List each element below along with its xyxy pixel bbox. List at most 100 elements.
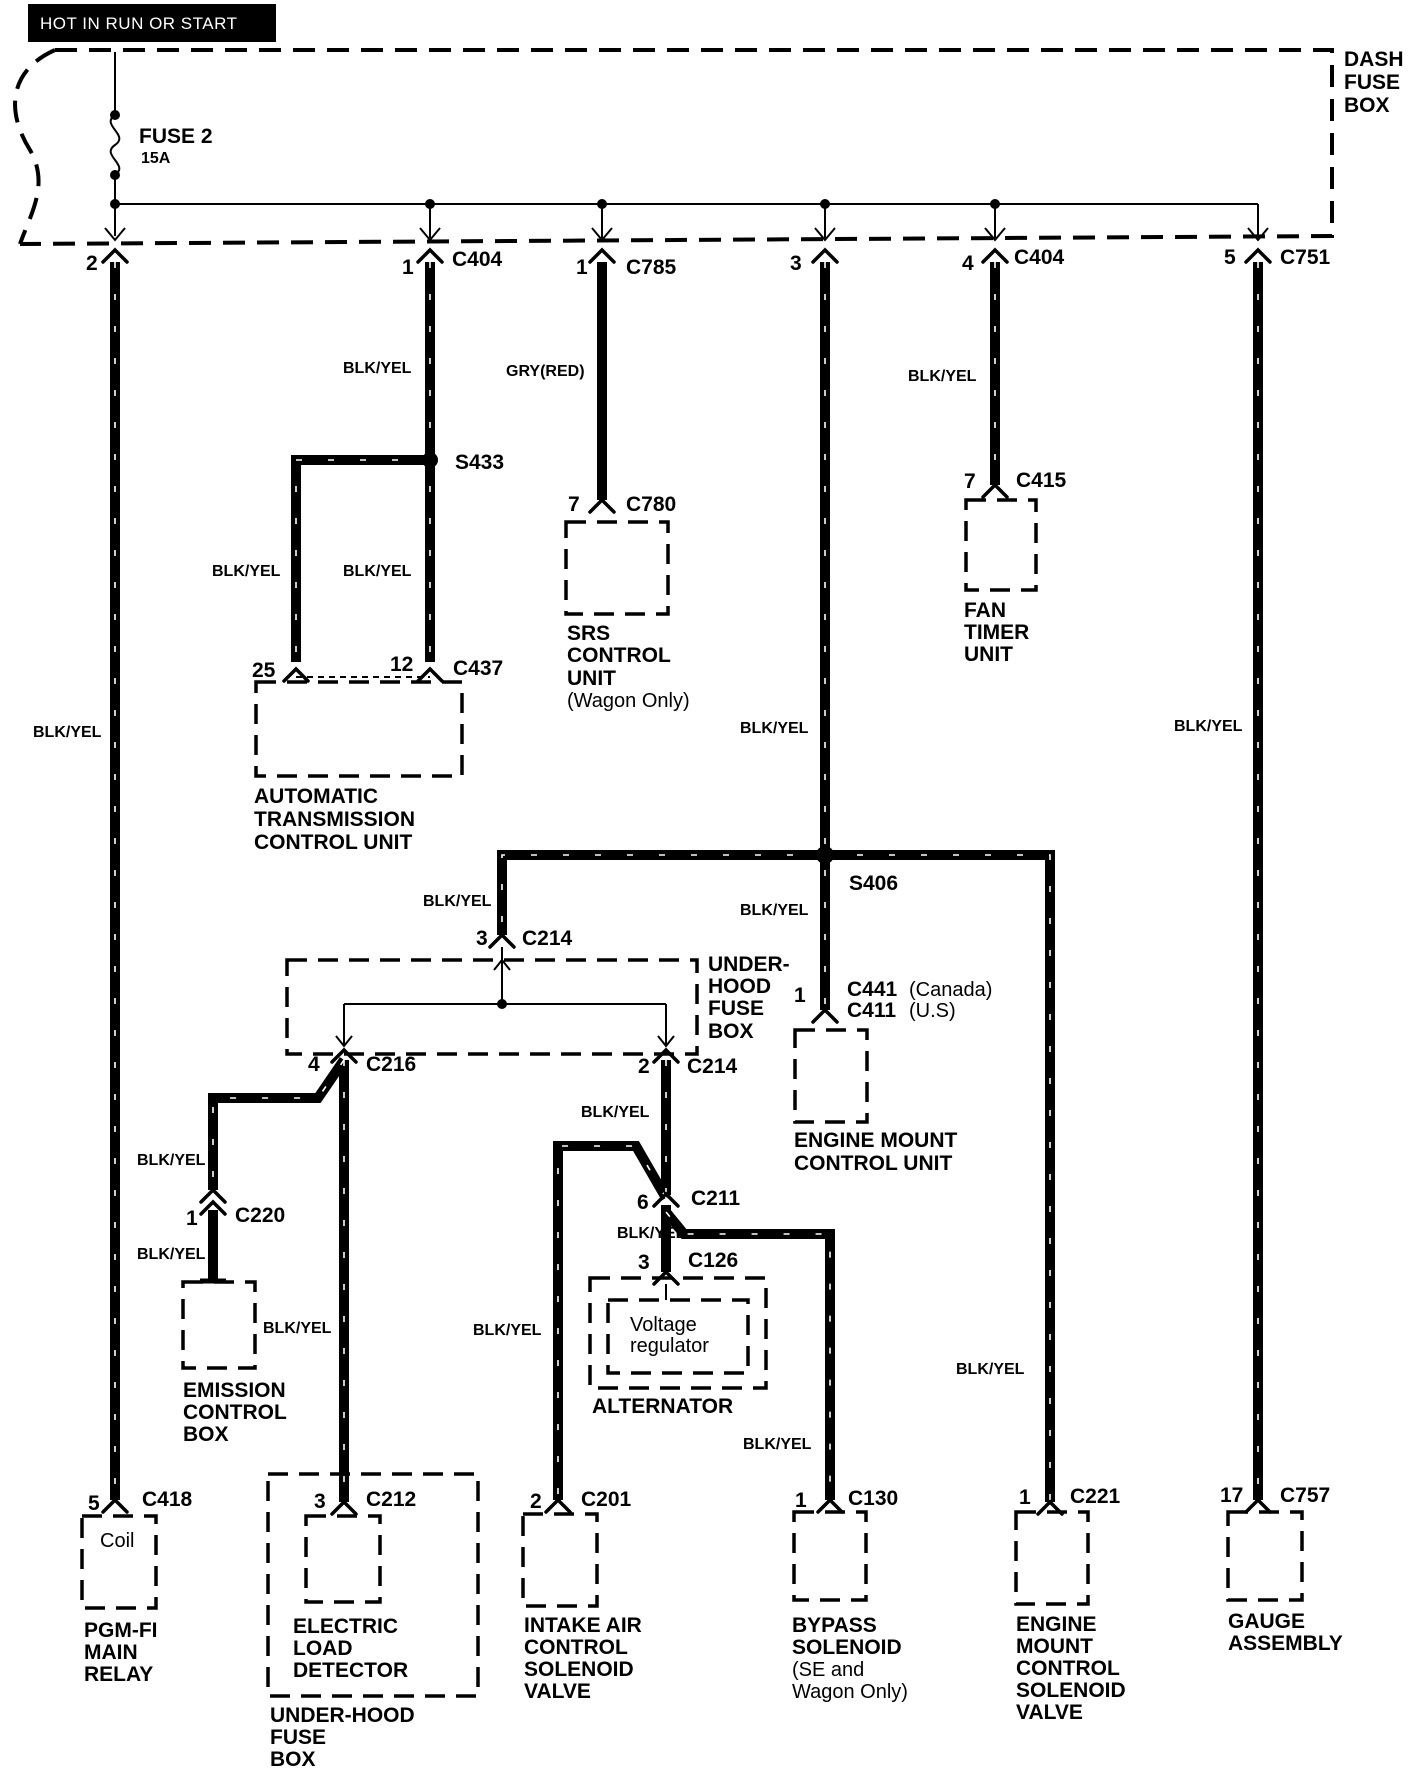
gauge-connector: C757 <box>1280 1484 1330 1507</box>
iacv-label-3: SOLENOID <box>524 1658 634 1681</box>
uhfb-label-4: BOX <box>708 1020 754 1043</box>
iacv-label-4: VALVE <box>524 1680 591 1703</box>
iacv-connector: C201 <box>581 1488 632 1511</box>
splice-s433-dot <box>422 452 438 468</box>
emcu-connector-2-note: (U.S) <box>909 1000 956 1022</box>
pgm-inner: Coil <box>100 1530 134 1552</box>
gauge-label-1: GAUGE <box>1228 1610 1305 1633</box>
pgm-pin: 5 <box>88 1492 100 1515</box>
bypass-connector: C130 <box>848 1487 898 1510</box>
fan-label-3: UNIT <box>964 643 1013 666</box>
emcsv-label-2: MOUNT <box>1016 1635 1093 1658</box>
srs-pin: 7 <box>568 493 580 516</box>
emcsv-pin: 1 <box>1019 1486 1031 1509</box>
emission-connector: C220 <box>235 1204 285 1227</box>
dash-fuse-box-label-2: FUSE <box>1344 71 1400 94</box>
srs-control-unit: 7 C780 SRS CONTROL UNIT (Wagon Only) <box>564 493 690 712</box>
connector-c751: C751 <box>1280 246 1331 269</box>
pin-2-pgm: 2 <box>86 252 98 275</box>
bypass-pin: 1 <box>795 1489 807 1512</box>
pgm-connector: C418 <box>142 1488 193 1511</box>
pgm-label-1: PGM-FI <box>84 1619 158 1642</box>
eld-label-3: DETECTOR <box>293 1659 408 1682</box>
fuse-symbol-icon <box>109 114 121 176</box>
uhfb-label-3: FUSE <box>708 997 764 1020</box>
bypass-label-1: BYPASS <box>792 1614 877 1637</box>
alternator-pin: 3 <box>638 1251 650 1274</box>
c211-connector: 6 C211 <box>637 1187 740 1214</box>
wire-label-s406-in: BLK/YEL <box>740 720 809 737</box>
uhfb-in-pin: 3 <box>476 927 488 950</box>
emission-label-1: EMISSION <box>183 1379 286 1402</box>
uhfb-left-pin: 4 <box>308 1053 320 1076</box>
fuse-name: FUSE 2 <box>139 125 213 148</box>
dash-bus <box>104 199 1269 242</box>
alternator-connector: C126 <box>688 1249 738 1272</box>
c211-connector-label: C211 <box>691 1187 740 1210</box>
uhfb-right-pin: 2 <box>638 1055 650 1078</box>
iacv-label-1: INTAKE AIR <box>524 1614 642 1637</box>
splices: S433 S406 <box>422 451 898 895</box>
uhfb-label-2: HOOD <box>708 975 771 998</box>
emcsv-label-4: SOLENOID <box>1016 1679 1126 1702</box>
fan-label-1: FAN <box>964 599 1006 622</box>
connector-c404-b: C404 <box>1014 246 1065 269</box>
dash-fuse-box-label-3: BOX <box>1344 94 1390 117</box>
alternator: 3 C126 Voltage regulator ALTERNATOR <box>588 1249 768 1418</box>
engine-mount-control-unit: 1 C441 (Canada) C411 (U.S) ENGINE MOUNT … <box>793 978 992 1175</box>
wires <box>110 262 1263 1502</box>
bypass-label-2: SOLENOID <box>792 1636 902 1659</box>
iacv-label-2: CONTROL <box>524 1636 628 1659</box>
bypass-note-1: (SE and <box>792 1659 864 1681</box>
wire-labels: BLK/YEL BLK/YEL BLK/YEL BLK/YEL GRY(RED)… <box>33 360 1243 1453</box>
atcu-label-3: CONTROL UNIT <box>254 831 412 854</box>
atcu-label-1: AUTOMATIC <box>254 785 378 808</box>
wire-label-bypass: BLK/YEL <box>743 1436 812 1453</box>
wire-highlights <box>114 262 1259 1502</box>
wire-label-gauge: BLK/YEL <box>1174 718 1243 735</box>
emcu-label-2: CONTROL UNIT <box>794 1152 952 1175</box>
emcu-connector-1-note: (Canada) <box>909 979 992 1001</box>
uhfb-label-1: UNDER- <box>708 953 790 976</box>
eld-box-label-1: UNDER-HOOD <box>270 1704 415 1727</box>
top-connectors: 2 1 C404 1 C785 3 4 C404 5 C751 <box>86 246 1331 279</box>
uhfb-left-connector: C216 <box>366 1053 416 1076</box>
pgm-label-2: MAIN <box>84 1641 138 1664</box>
uhfb-right-connector: C214 <box>687 1055 738 1078</box>
splice-s433: S433 <box>455 451 504 474</box>
gauge-assembly: 17 C757 GAUGE ASSEMBLY <box>1220 1484 1343 1655</box>
srs-label-2: CONTROL <box>567 644 671 667</box>
wire-label-iacv: BLK/YEL <box>473 1322 542 1339</box>
wire-label-srs: GRY(RED) <box>506 363 585 380</box>
wire-label-c404: BLK/YEL <box>343 360 412 377</box>
atcu-connector: C437 <box>453 657 503 680</box>
emission-pin: 1 <box>186 1207 198 1230</box>
emission-control-box: 1 C220 EMISSION CONTROL BOX <box>181 1187 287 1446</box>
emcu-connector-2: C411 <box>847 999 896 1022</box>
fuse-2: FUSE 2 15A <box>109 52 213 236</box>
underhood-fuse-box: 3 C214 4 C216 2 C214 UNDER- HOOD FUSE BO… <box>285 927 790 1078</box>
emission-label-3: BOX <box>183 1423 229 1446</box>
iacv-pin: 2 <box>530 1490 542 1513</box>
srs-note: (Wagon Only) <box>567 690 690 712</box>
emcsv-connector: C221 <box>1070 1485 1121 1508</box>
pin-5-c751: 5 <box>1224 246 1236 269</box>
atcu-label-2: TRANSMISSION <box>254 808 415 831</box>
atcu-pin-25: 25 <box>252 659 276 682</box>
atcu-pin-12: 12 <box>390 653 413 676</box>
alternator-label: ALTERNATOR <box>592 1395 733 1418</box>
emission-label-2: CONTROL <box>183 1401 287 1424</box>
srs-connector: C780 <box>626 493 676 516</box>
eld-box-label-3: BOX <box>270 1748 316 1768</box>
wire-label-c214-out: BLK/YEL <box>581 1104 650 1121</box>
wire-label-emcu: BLK/YEL <box>740 902 809 919</box>
eld-label-2: LOAD <box>293 1637 353 1660</box>
emcsv-label-1: ENGINE <box>1016 1613 1097 1636</box>
eld-label-1: ELECTRIC <box>293 1615 398 1638</box>
bypass-note-2: Wagon Only) <box>792 1681 908 1703</box>
fan-label-2: TIMER <box>964 621 1029 644</box>
alternator-inner-1: Voltage <box>630 1314 697 1336</box>
header-banner: HOT IN RUN OR START <box>28 4 276 42</box>
electric-load-detector: 3 C212 ELECTRIC LOAD DETECTOR UNDER-HOOD… <box>266 1472 480 1768</box>
gauge-label-2: ASSEMBLY <box>1228 1632 1343 1655</box>
